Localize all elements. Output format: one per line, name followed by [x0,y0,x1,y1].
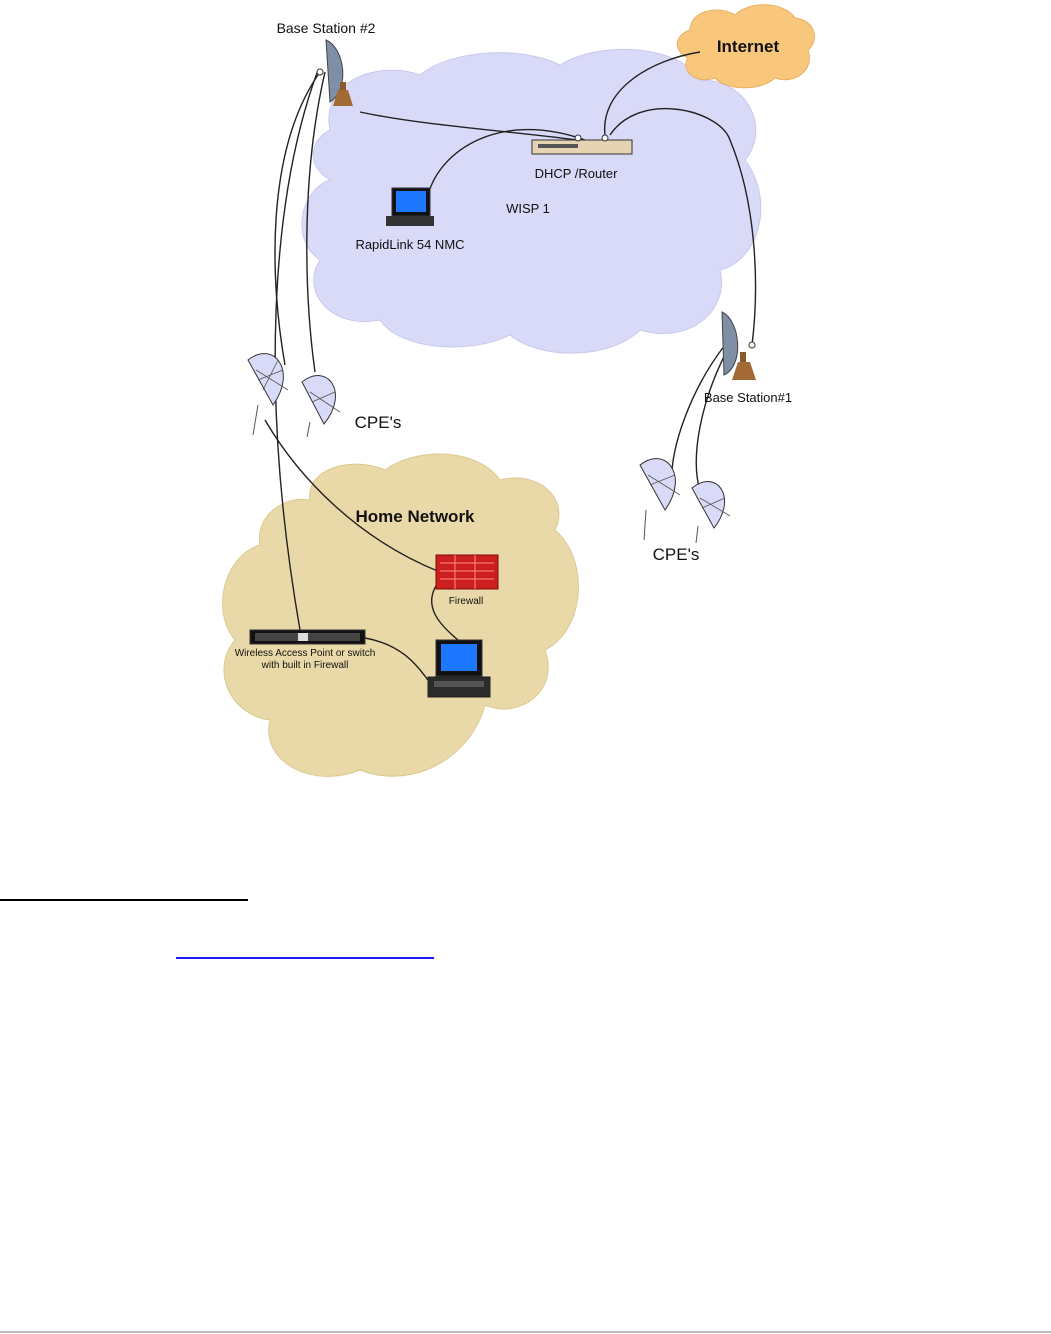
base-station-2-label: Base Station #2 [277,20,376,36]
dhcp-router-label: DHCP /Router [535,166,619,181]
network-diagram: Base Station #2 Internet DHCP /Router WI… [0,0,1051,800]
base-station-2-icon [317,40,353,106]
cpe-right-label: CPE's [653,545,700,564]
home-network-cloud [223,454,579,776]
wisp-label: WISP 1 [506,201,550,216]
cpe-right-icon [640,459,730,543]
firewall-icon [436,555,498,589]
internet-label: Internet [717,37,780,56]
home-laptop-icon [428,640,490,697]
wap-label-line1: Wireless Access Point or switch [235,648,376,659]
cpe-left-label: CPE's [355,413,402,432]
footnote-separator [0,899,248,901]
nmc-laptop-icon [386,188,434,226]
cpe-left-icon [248,354,340,437]
home-network-label: Home Network [355,507,475,526]
firewall-label: Firewall [449,596,483,607]
base-station-1-label: Base Station#1 [704,390,792,405]
wireless-access-point-icon [250,630,365,644]
page-footer-divider [0,1331,1051,1333]
base-station-1-icon [722,312,756,380]
nmc-label: RapidLink 54 NMC [355,237,464,252]
footnote-link[interactable] [176,957,434,959]
wap-label-line2: with built in Firewall [261,660,349,671]
